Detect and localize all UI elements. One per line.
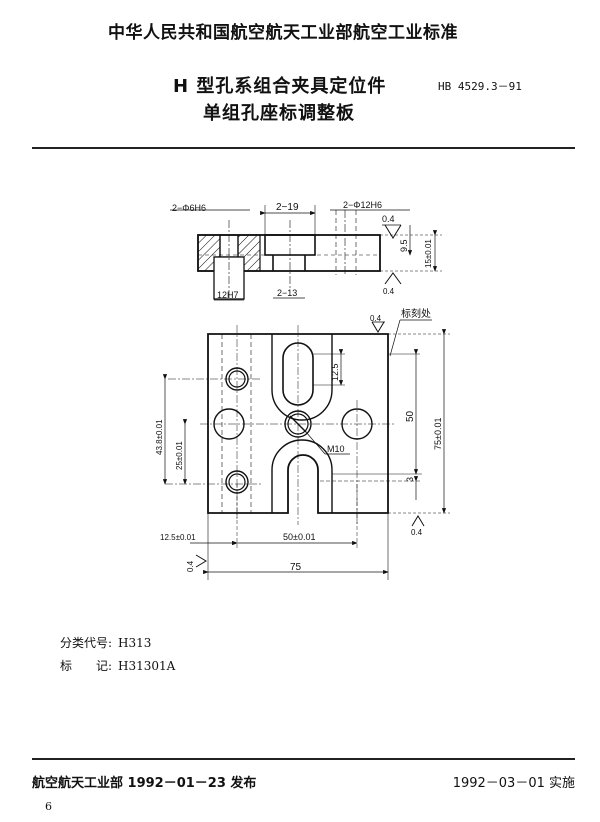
standard-code: HB 4529.3－91: [438, 80, 522, 93]
dim-hole-offset-1: 43.8±0.01: [155, 419, 164, 455]
dim-holes-right: 2−Φ12H6: [343, 200, 382, 210]
plan-view: [162, 319, 450, 580]
dim-left-offset: 12.5±0.01: [160, 533, 196, 542]
issue-date: 航空航天工业部 1992－01－23 发布: [32, 776, 257, 791]
dim-holes-left: 2−Φ6H6: [172, 203, 206, 213]
marking-location-label: 标刻处: [401, 307, 431, 320]
roughness-top: 0.4: [382, 214, 395, 224]
plan-roughness-right: 0.4: [411, 528, 423, 537]
dim-hole-spacing: 50±0.01: [283, 532, 315, 542]
dim-width: 75: [290, 562, 302, 573]
header-divider: [32, 147, 575, 149]
effective-date: 1992－03－01 实施: [452, 776, 575, 791]
dim-counterbore: 2−19: [276, 202, 299, 213]
document-subtitle: 单组孔座标调整板: [203, 103, 355, 124]
standard-authority: 中华人民共和国航空航天工业部航空工业标准: [108, 23, 458, 43]
dim-step-height: 9.5: [399, 239, 409, 252]
section-view: [170, 205, 442, 301]
roughness-bottom: 0.4: [383, 287, 395, 296]
dim-slot-length: 12.5: [330, 363, 340, 381]
dim-thickness: 15±0.01: [424, 239, 433, 268]
dim-gap: 3: [405, 477, 415, 482]
mark-row: 标 记: H31301A: [60, 657, 175, 674]
dim-height: 75±0.01: [433, 418, 443, 450]
classification-value: H313: [118, 636, 152, 650]
dim-bore: 12H7: [217, 290, 239, 300]
plan-roughness-left: 0.4: [186, 560, 195, 572]
mark-value: H31301A: [118, 659, 176, 673]
classification-row: 分类代号: H313: [60, 634, 151, 651]
plan-roughness-top: 0.4: [370, 314, 382, 323]
mark-label: 标 记:: [60, 659, 113, 673]
dim-hole-offset-2: 25±0.01: [175, 441, 184, 470]
dim-slot-width: 2−13: [277, 288, 297, 298]
document-title: H 型孔系组合夹具定位件: [173, 76, 387, 97]
footer-divider: [32, 758, 575, 760]
dim-thread: M10: [327, 444, 345, 454]
page-number: 6: [45, 800, 52, 813]
dim-slot-center: 50: [405, 410, 416, 422]
classification-label: 分类代号:: [60, 636, 113, 650]
